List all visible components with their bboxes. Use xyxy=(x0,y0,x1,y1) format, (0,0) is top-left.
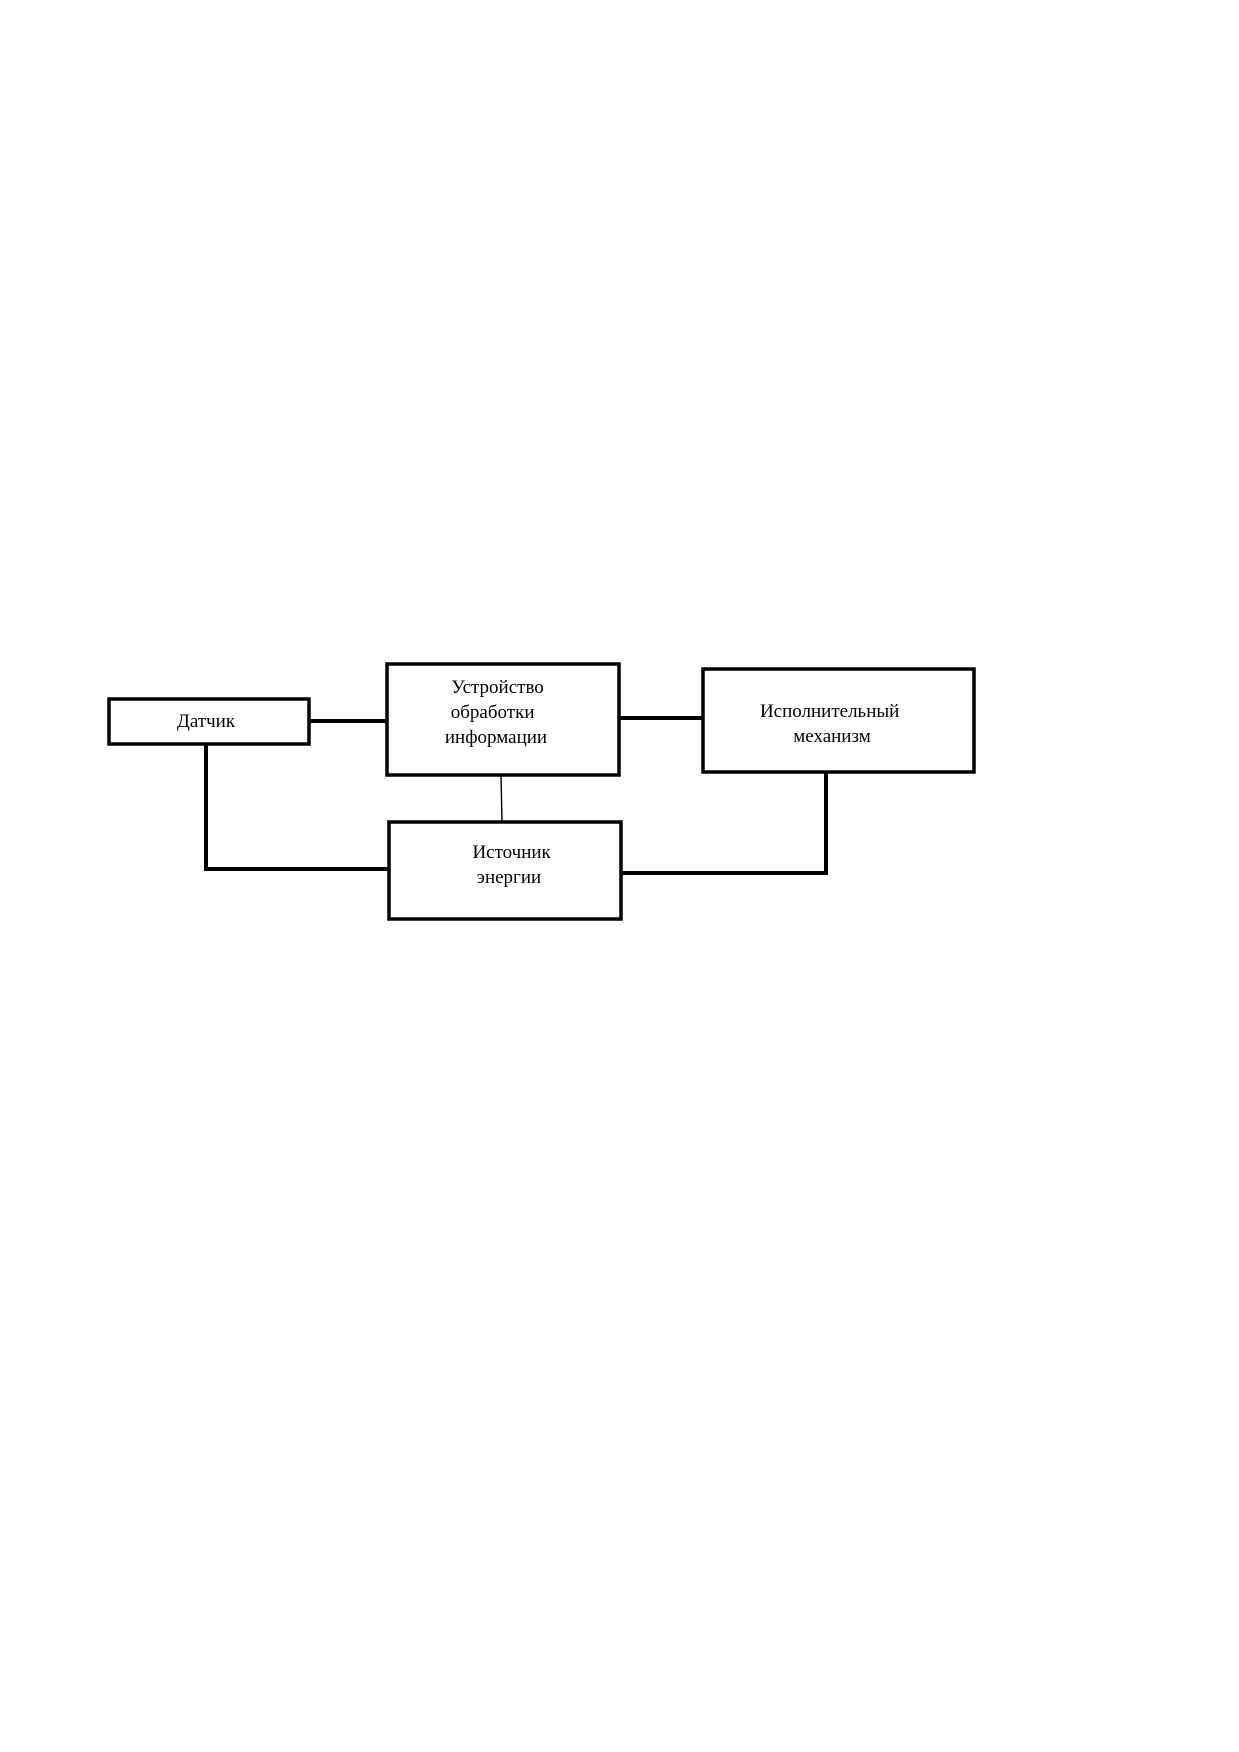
actuator-label-line-2: механизм xyxy=(793,726,870,747)
connector-power-actuator xyxy=(618,770,828,875)
sensor-box xyxy=(107,697,311,746)
actuator-label-line-1: Исполнительный xyxy=(760,701,899,722)
node-power: Источник энергии xyxy=(387,820,623,921)
connectors xyxy=(204,716,828,875)
connector-sensor-power xyxy=(204,742,396,871)
power-label-line-1: Источник xyxy=(472,842,551,863)
processor-label-line-3: информации xyxy=(445,727,547,748)
connector-processor-power xyxy=(500,775,503,823)
processor-label: Устройство обработки информации xyxy=(445,677,549,748)
actuator-box xyxy=(701,667,976,774)
processor-box xyxy=(385,662,621,777)
sensor-label: Датчик xyxy=(177,711,236,732)
actuator-label: Исполнительный механизм xyxy=(760,701,904,747)
node-sensor: Датчик xyxy=(107,697,311,746)
power-label-line-2: энергии xyxy=(477,867,541,888)
processor-label-line-2: обработки xyxy=(451,702,535,723)
power-label: Источник энергии xyxy=(472,842,555,888)
sensor-label-line-1: Датчик xyxy=(177,711,236,732)
node-processor: Устройство обработки информации xyxy=(385,662,621,777)
processor-label-line-1: Устройство xyxy=(451,677,543,698)
node-actuator: Исполнительный механизм xyxy=(701,667,976,774)
power-box xyxy=(387,820,623,921)
